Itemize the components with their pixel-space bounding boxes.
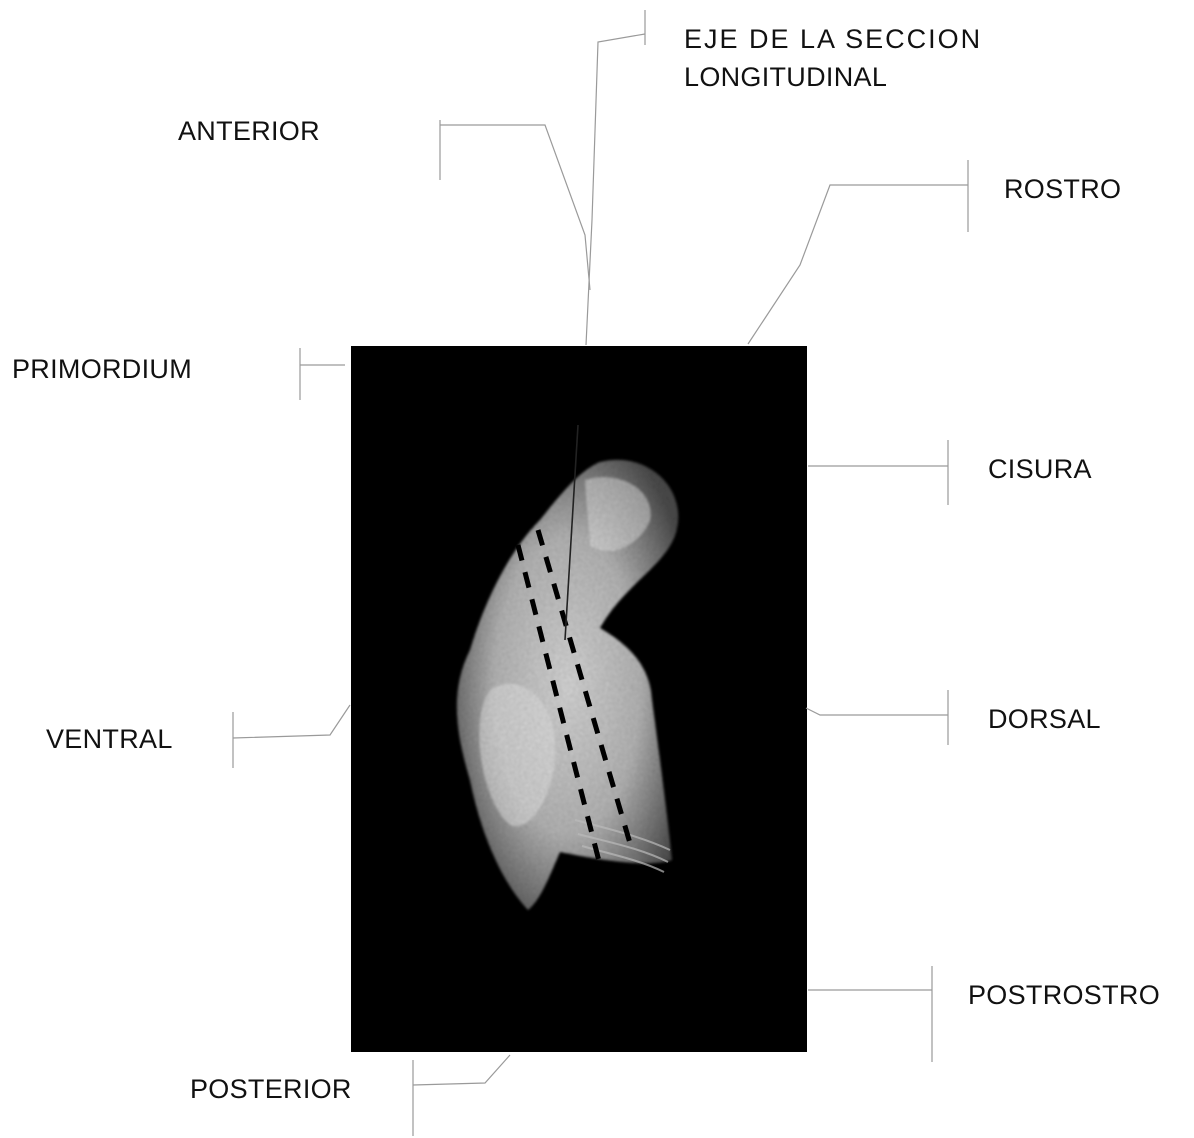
label-anterior: ANTERIOR	[178, 114, 320, 148]
leader-posterior	[413, 1055, 510, 1085]
leader-dorsal	[806, 708, 948, 715]
label-primordium: PRIMORDIUM	[12, 352, 192, 386]
label-dorsal: DORSAL	[988, 702, 1101, 736]
label-postrostro: POSTROSTRO	[968, 978, 1160, 1012]
leader-ventral	[233, 705, 350, 738]
leader-anterior	[440, 125, 590, 290]
label-ventral: VENTRAL	[46, 722, 173, 756]
leader-eje	[586, 34, 645, 345]
label-posterior: POSTERIOR	[190, 1072, 352, 1106]
label-longitudinal: LONGITUDINAL	[684, 60, 887, 94]
label-rostro: ROSTRO	[1004, 172, 1121, 206]
label-eje-de-la-seccion: EJE DE LA SECCION	[684, 22, 982, 56]
leader-rostro	[748, 185, 968, 344]
label-cisura: CISURA	[988, 452, 1092, 486]
